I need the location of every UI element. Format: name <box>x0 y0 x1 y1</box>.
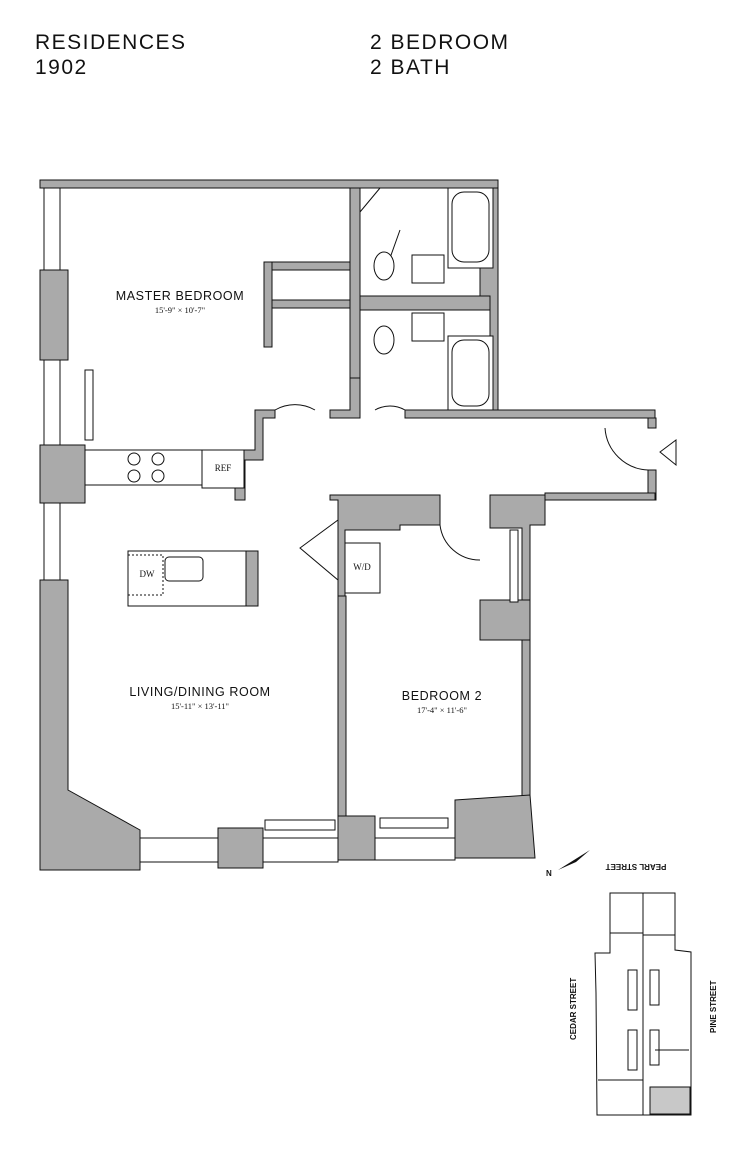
washer-dryer-label: W/D <box>353 562 371 572</box>
room-dims: 15'-11" × 13'-11" <box>171 701 229 711</box>
refrigerator-label: REF <box>215 463 232 473</box>
street-pearl: PEARL STREET <box>606 862 667 871</box>
walls <box>39 179 677 871</box>
street-pine: PINE STREET <box>709 980 718 1033</box>
room-name: BEDROOM 2 <box>402 689 482 703</box>
north-label: N <box>546 869 552 878</box>
dishwasher-label: DW <box>140 569 155 579</box>
room-labels: MASTER BEDROOM 15'-9" × 10'-7" LIVING/DI… <box>116 289 482 715</box>
north-arrow-icon <box>558 850 590 870</box>
unit-highlight <box>649 1086 691 1115</box>
bath-count: 2 BATH <box>370 56 451 79</box>
street-cedar: CEDAR STREET <box>569 978 578 1040</box>
residence-number: 1902 <box>35 56 88 79</box>
room-dims: 15'-9" × 10'-7" <box>155 305 205 315</box>
header-left: RESIDENCES 1902 <box>35 30 187 80</box>
key-plan: N PEARL STREET CEDAR STREET PINE STREET <box>546 850 718 1116</box>
header-right: 2 BEDROOM 2 BATH <box>370 30 510 80</box>
room-name: LIVING/DINING ROOM <box>129 685 270 699</box>
residence-label: RESIDENCES <box>35 31 187 54</box>
room-name: MASTER BEDROOM <box>116 289 245 303</box>
room-dims: 17'-4" × 11'-6" <box>417 705 467 715</box>
bedroom-count: 2 BEDROOM <box>370 31 510 54</box>
